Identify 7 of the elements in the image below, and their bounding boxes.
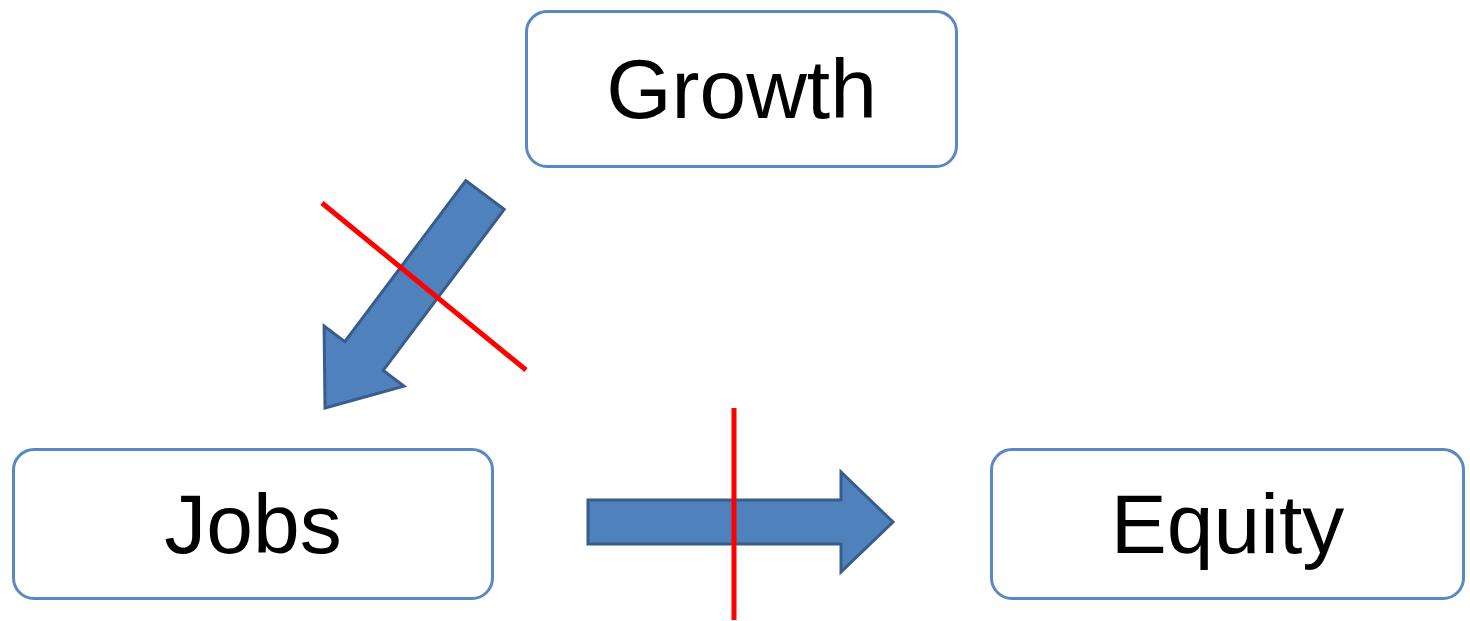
box-label: Growth [606, 47, 877, 131]
process-box [990, 448, 1465, 600]
process-box [525, 10, 958, 168]
box-label: Jobs [164, 482, 342, 566]
block-arrow [322, 178, 507, 410]
process-box [12, 448, 494, 600]
block-arrow [586, 468, 896, 576]
